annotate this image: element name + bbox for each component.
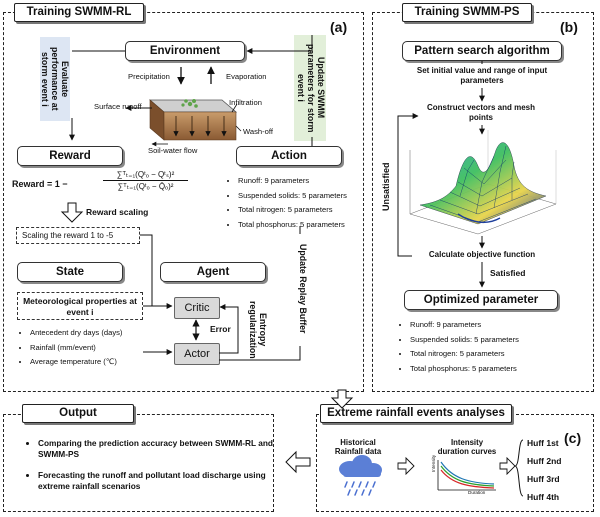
- replay-buffer-label: Update Replay Buffer: [298, 244, 308, 334]
- idf-curve-2: [440, 465, 495, 487]
- optimized-item: Total phosphorus: 5 parameters: [410, 364, 519, 373]
- ps-step-1: Set initial value and range of input par…: [416, 66, 548, 85]
- evaporation-label: Evaporation: [226, 72, 267, 81]
- idf-curve-1: [440, 461, 495, 485]
- agent-box: Agent: [160, 262, 266, 282]
- precipitation-label: Precipitation: [128, 72, 170, 81]
- action-list: Runoff: 9 parameters Suspended solids: 5…: [226, 176, 347, 234]
- panel-c-tab: Extreme rainfall events analyses: [320, 404, 512, 423]
- ps-unsatisfied-loop: [397, 113, 419, 257]
- optimized-item: Suspended solids: 5 parameters: [410, 335, 519, 344]
- update-swmm-label: Update SWMM parameters for storm event i: [294, 35, 326, 141]
- soil-block-illustration: [148, 99, 238, 141]
- infiltration-label: Infiltration: [229, 98, 262, 107]
- evaluate-label: Evaluate performance at storm event i: [40, 37, 70, 121]
- huff-4: Huff 4th: [527, 492, 560, 502]
- reward-formula-prefix: Reward = 1 −: [12, 179, 68, 189]
- huff-3: Huff 3rd: [527, 474, 560, 484]
- update-to-env-arrow: [246, 35, 313, 54]
- idf-curve-plot: [437, 460, 496, 491]
- panel-b-tab: Training SWMM-PS: [402, 3, 532, 22]
- meteorological-text: Meteorological properties at event i: [23, 296, 137, 317]
- pattern-search-box: Pattern search algorithm: [402, 41, 562, 61]
- output-item: Forecasting the runoff and pollutant loa…: [38, 470, 278, 492]
- soil-water-flow-label: Soil-water flow: [148, 146, 198, 155]
- meteorological-box: Meteorological properties at event i: [17, 292, 143, 320]
- idf-curve-3: [440, 469, 495, 489]
- historical-label: Historical Rainfall data: [334, 438, 382, 456]
- panel-a-tab: Training SWMM-RL: [14, 3, 144, 22]
- action-item: Total phosphorus: 5 parameters: [238, 220, 347, 229]
- optimized-list: Runoff: 9 parameters Suspended solids: 5…: [398, 320, 519, 378]
- ps-step-3: Calculate objective function: [428, 250, 536, 259]
- reward-fraction: ∑ᵀₜ₌₁(Qᵗₒ − Qᵗₛ)² ∑ᵀₜ₌₁(Qᵗₒ − Q̄ₒ)²: [103, 170, 188, 191]
- state-item: Average temperature (℃): [30, 357, 122, 366]
- satisfied-label: Satisfied: [490, 268, 526, 278]
- surface-runoff-label: Surface runoff: [94, 102, 142, 111]
- optimized-item: Total nitrogen: 5 parameters: [410, 349, 519, 358]
- huff-brace: [514, 439, 524, 497]
- reward-numerator: ∑ᵀₜ₌₁(Qᵗₒ − Qᵗₛ)²: [103, 170, 188, 181]
- output-item: Comparing the prediction accuracy betwee…: [38, 438, 278, 460]
- actor-box: Actor: [174, 343, 220, 365]
- ps-step-2: Construct vectors and mesh points: [426, 103, 536, 122]
- wash-off-label: Wash-off: [243, 127, 273, 136]
- action-item: Suspended solids: 5 parameters: [238, 191, 347, 200]
- entropy-label: Entropy regularization: [248, 301, 268, 359]
- panel-c-to-output-hollow-arrow: [285, 450, 311, 474]
- idf-title: Intensity duration curves: [437, 438, 497, 456]
- action-box: Action: [236, 146, 342, 166]
- idf-xlabel: Duration: [468, 490, 486, 495]
- pattern-search-surface-plot: [409, 130, 557, 235]
- critic-box: Critic: [174, 297, 220, 319]
- reward-denominator: ∑ᵀₜ₌₁(Qᵗₒ − Q̄ₒ)²: [117, 182, 174, 191]
- state-item: Rainfall (mm/event): [30, 343, 122, 352]
- error-label: Error: [210, 324, 231, 334]
- wash-off-arrow: [235, 125, 242, 132]
- panel-b-to-c-hollow-arrow: [330, 389, 354, 409]
- panel-a-frame: [3, 12, 364, 392]
- state-item: Antecedent dry days (days): [30, 328, 122, 337]
- panel-a-letter: (a): [330, 19, 348, 35]
- optimized-item: Runoff: 9 parameters: [410, 320, 519, 329]
- rain-to-idf-hollow-arrow: [397, 456, 415, 476]
- huff-1: Huff 1st: [527, 438, 559, 448]
- state-list: Antecedent dry days (days) Rainfall (mm/…: [18, 328, 122, 372]
- output-frame: [3, 414, 274, 512]
- reward-scaling-arrow: [60, 202, 84, 223]
- entropy-loop-arrow: [219, 304, 239, 354]
- panel-b-letter: (b): [560, 19, 578, 35]
- actor-to-replay-arrow: [219, 346, 301, 361]
- rain-cloud-icon: [339, 455, 382, 496]
- output-tab: Output: [22, 404, 134, 423]
- output-list: Comparing the prediction accuracy betwee…: [24, 438, 278, 498]
- environment-box: Environment: [125, 41, 245, 61]
- panel-c-letter: (c): [564, 430, 582, 446]
- action-item: Runoff: 9 parameters: [238, 176, 347, 185]
- scaling-to-critic-arrow: [140, 234, 173, 309]
- state-box: State: [17, 262, 123, 282]
- optimized-parameter-box: Optimized parameter: [404, 290, 558, 310]
- reward-scaling-label: Reward scaling: [86, 207, 149, 217]
- infiltration-arrow: [231, 103, 238, 113]
- huff-2: Huff 2nd: [527, 456, 562, 466]
- scaling-box: Scaling the reward 1 to -5: [16, 227, 140, 244]
- action-item: Total nitrogen: 5 parameters: [238, 205, 347, 214]
- reward-box: Reward: [17, 146, 123, 166]
- idf-to-huff-hollow-arrow: [499, 456, 516, 476]
